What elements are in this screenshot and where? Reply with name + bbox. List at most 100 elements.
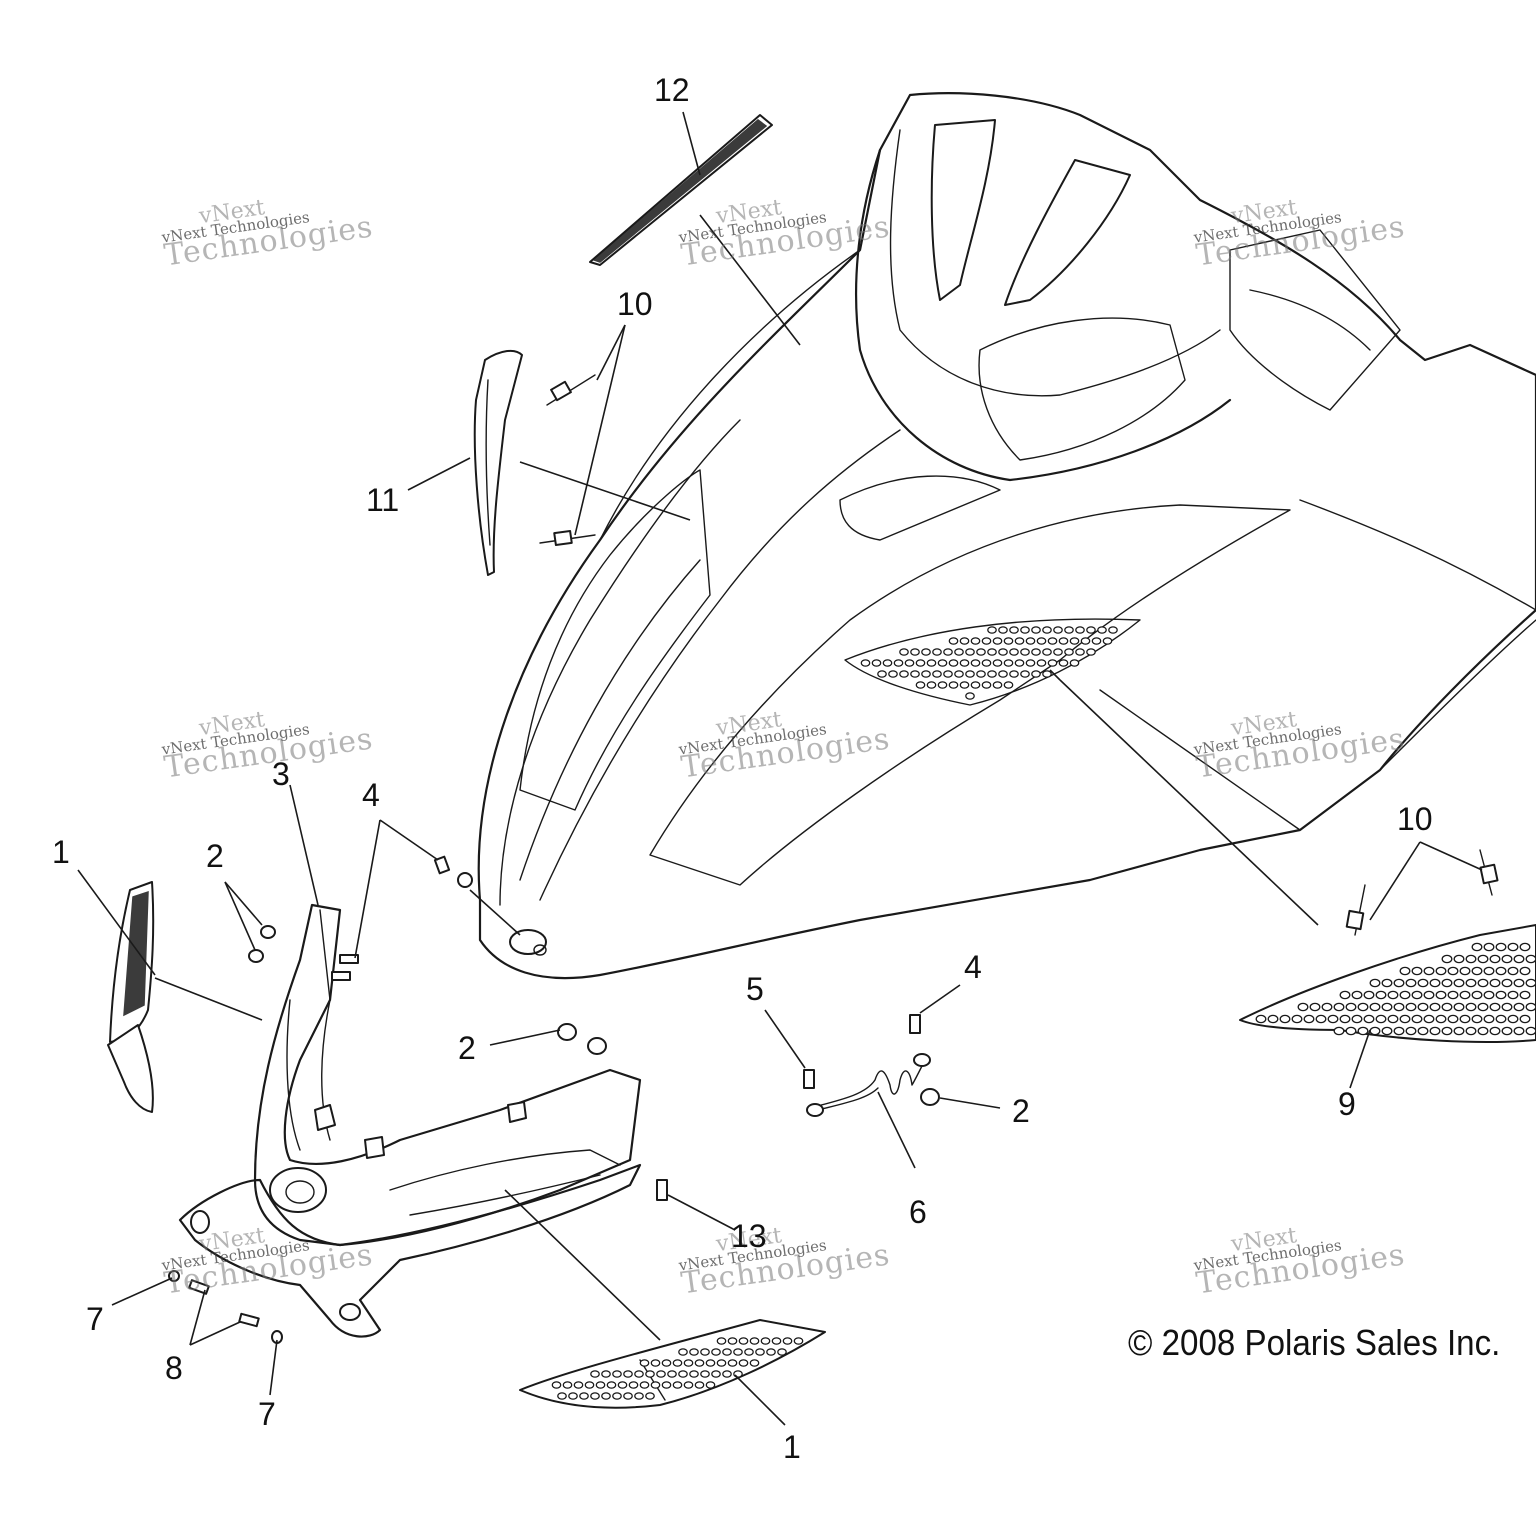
mesh-cell [573, 1381, 584, 1389]
mesh-cell [1375, 1014, 1387, 1024]
mesh-cell [1471, 990, 1483, 1000]
mesh-cell [1501, 978, 1513, 988]
mesh-cell [1459, 966, 1471, 976]
mesh-cell [926, 659, 937, 667]
mesh-cell [1291, 1014, 1303, 1024]
mesh-cell [634, 1392, 644, 1400]
mesh-cell [612, 1370, 622, 1378]
hood-body [477, 92, 1536, 980]
mesh-cell [744, 1348, 754, 1356]
mesh-cell [661, 1381, 672, 1389]
mesh-cell [1435, 1014, 1447, 1024]
mesh-cell [694, 1381, 705, 1389]
mesh-cell [1429, 978, 1441, 988]
mesh-cell [705, 1381, 716, 1389]
mesh-cell [1327, 1014, 1339, 1024]
mesh-cell [1507, 990, 1519, 1000]
part-11-side-trim [473, 349, 523, 576]
mesh-cell [910, 670, 920, 678]
part-1-left-vent [107, 881, 155, 1113]
callout-7-bottom: 7 [258, 1396, 276, 1432]
mesh-cell [1339, 990, 1351, 1000]
mesh-cell [727, 1359, 738, 1367]
mesh-cell [1333, 1026, 1345, 1036]
mesh-cell [1411, 1014, 1423, 1024]
mesh-cell [910, 648, 920, 656]
mesh-cell [1255, 1014, 1267, 1024]
mesh-cell [705, 1359, 716, 1367]
mesh-cell [584, 1381, 595, 1389]
mesh-cell [727, 1337, 738, 1345]
mesh-cell [639, 1359, 650, 1367]
mesh-cell [992, 681, 1003, 689]
mesh-cell [1080, 637, 1091, 645]
callout-2-right: 2 [1012, 1093, 1030, 1129]
mesh-cell [1477, 1026, 1489, 1036]
mesh-cell [733, 1370, 743, 1378]
mesh-cell [601, 1392, 611, 1400]
mesh-cell [612, 1392, 622, 1400]
mesh-cell [1339, 1014, 1351, 1024]
mesh-cell [694, 1359, 705, 1367]
mesh-cell [678, 1370, 688, 1378]
mesh-cell [965, 670, 975, 678]
mesh-cell [1321, 1002, 1333, 1012]
mesh-cell [959, 637, 970, 645]
callout-10-top: 10 [617, 286, 653, 322]
mesh-cell [1345, 1002, 1357, 1012]
mesh-cell [1042, 626, 1052, 634]
mesh-cell [1417, 1026, 1429, 1036]
mesh-cell [965, 692, 975, 700]
mesh-cell [959, 659, 970, 667]
fasteners [168, 855, 940, 1344]
mesh-cell [1435, 966, 1447, 976]
callout-4-right: 4 [964, 949, 982, 985]
mesh-cell [1031, 648, 1041, 656]
mesh-cell [1411, 990, 1423, 1000]
mesh-cell [970, 637, 981, 645]
mesh-cell [1495, 942, 1507, 952]
mesh-cell [998, 648, 1008, 656]
mesh-cell [1495, 990, 1507, 1000]
mesh-cell [766, 1348, 776, 1356]
callout-8: 8 [165, 1350, 183, 1386]
callout-1-bottom: 1 [783, 1429, 801, 1465]
mesh-cell [1025, 659, 1036, 667]
mesh-cell [1477, 978, 1489, 988]
mesh-cell [1108, 626, 1118, 634]
mesh-cell [1393, 978, 1405, 988]
mesh-cell [733, 1348, 743, 1356]
mesh-cell [1297, 1002, 1309, 1012]
mesh-cell [1069, 659, 1080, 667]
mesh-cell [1363, 1014, 1375, 1024]
mesh-cell [1447, 990, 1459, 1000]
callout-12: 12 [654, 72, 690, 108]
mesh-cell [1047, 659, 1058, 667]
mesh-cell [1465, 1026, 1477, 1036]
mesh-cell [1387, 1014, 1399, 1024]
mesh-cell [1279, 1014, 1291, 1024]
mesh-cell [716, 1359, 727, 1367]
mesh-cell [1483, 1014, 1495, 1024]
mesh-cell [970, 659, 981, 667]
mesh-cell [760, 1337, 771, 1345]
mesh-cell [1351, 990, 1363, 1000]
mesh-cell [1064, 648, 1074, 656]
mesh-cell [623, 1392, 633, 1400]
mesh-cell [987, 670, 997, 678]
mesh-cell [1435, 990, 1447, 1000]
mesh-cell [562, 1381, 573, 1389]
mesh-cell [1097, 626, 1107, 634]
mesh-cell [650, 1381, 661, 1389]
mesh-cell [1014, 659, 1025, 667]
mesh-cell [1489, 1026, 1501, 1036]
mesh-cell [1381, 1002, 1393, 1012]
mesh-cell [568, 1392, 578, 1400]
mesh-cell [948, 637, 959, 645]
mesh-cell [1501, 1026, 1513, 1036]
mesh-cell [1303, 1014, 1315, 1024]
mesh-cell [1086, 648, 1096, 656]
mesh-cell [1369, 1026, 1381, 1036]
mesh-cell [1519, 942, 1531, 952]
mesh-cell [1423, 966, 1435, 976]
